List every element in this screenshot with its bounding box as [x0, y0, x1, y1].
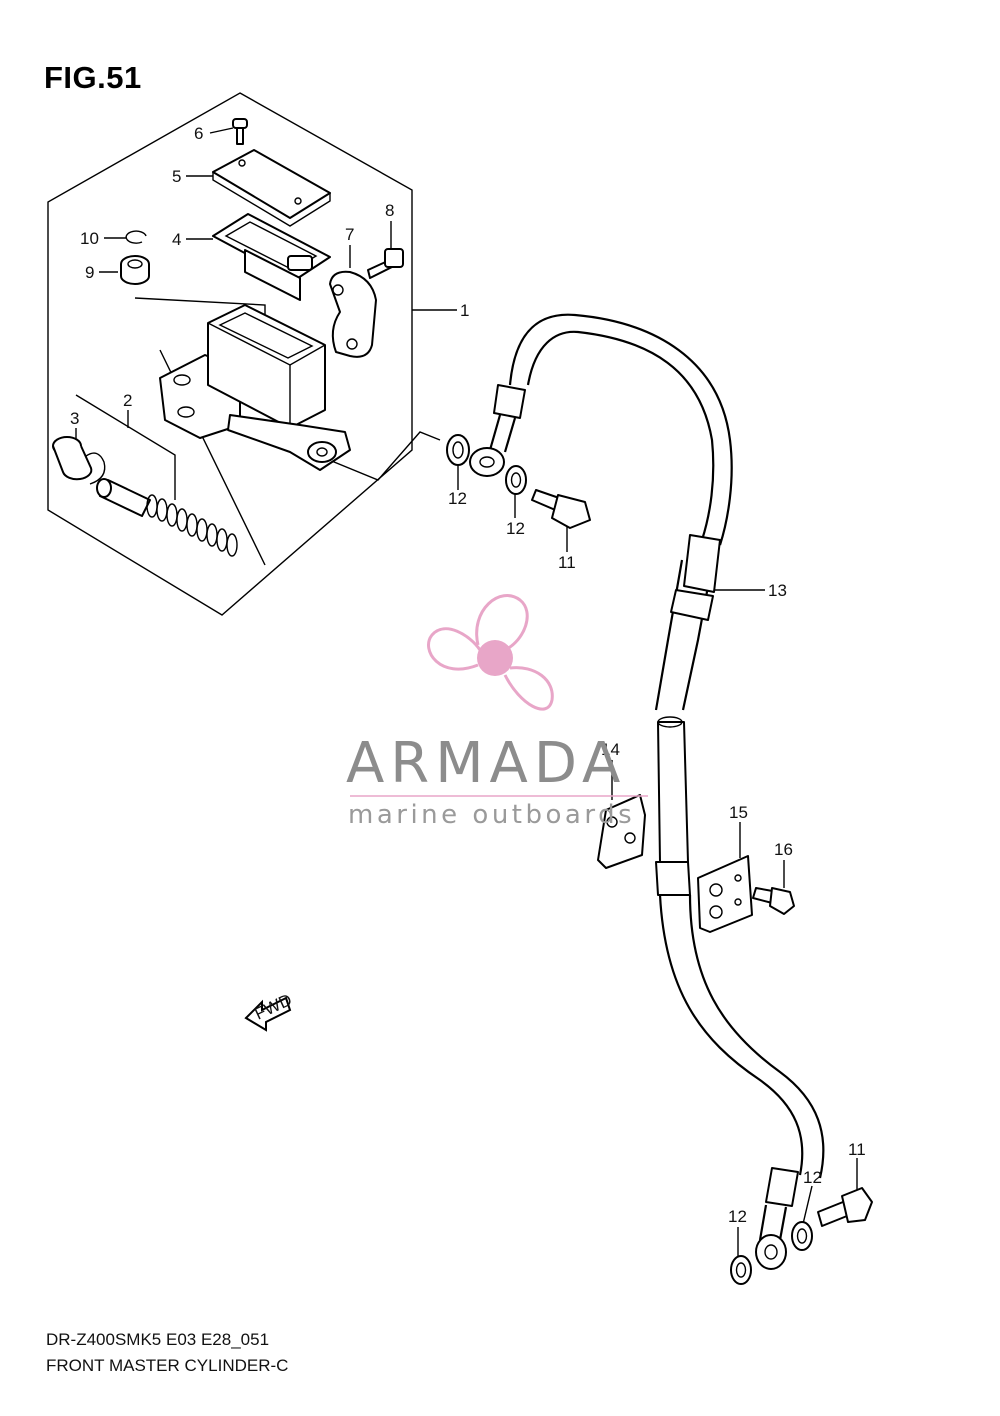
fwd-arrow-icon: FWD [244, 990, 295, 1032]
callout-3: 3 [70, 409, 79, 428]
watermark-brand: ARMADA [346, 731, 626, 796]
callout-1: 1 [460, 301, 469, 320]
brake-hose-upper [469, 313, 733, 711]
callout-12-b: 12 [506, 519, 525, 538]
callout-7: 7 [345, 225, 354, 244]
callout-10: 10 [80, 229, 99, 248]
callout-2: 2 [123, 391, 132, 410]
propeller-logo-icon [427, 594, 554, 711]
model-code: DR-Z400SMK5 E03 E28_051 [46, 1330, 270, 1349]
part-4-diaphragm-plate [212, 213, 331, 301]
part-12-washers [446, 434, 813, 1285]
callout-12-d: 12 [803, 1168, 822, 1187]
assembly-boundary [47, 92, 413, 616]
callout-6: 6 [194, 124, 203, 143]
leader-lines [75, 127, 858, 1258]
master-cylinder-body [159, 304, 351, 471]
callout-13: 13 [768, 581, 787, 600]
callout-4: 4 [172, 230, 181, 249]
callout-9: 9 [85, 263, 94, 282]
part-6-screw [232, 118, 248, 145]
diagram-caption: FRONT MASTER CYLINDER-C [46, 1356, 289, 1375]
part-11-union-bolts [531, 489, 873, 1227]
callout-16: 16 [774, 840, 793, 859]
part-16-bolt [752, 887, 795, 915]
watermark: ARMADA marine outboards [346, 594, 648, 830]
callout-11-lower: 11 [848, 1140, 866, 1159]
part-3-boot [52, 436, 106, 485]
part-7-clamp [329, 270, 377, 358]
part-5-reservoir-cap [212, 149, 331, 227]
part-15-hose-bracket [697, 855, 753, 933]
part-14-hose-clamp [597, 794, 646, 869]
part-9-boot [120, 255, 150, 285]
callout-numbers: 1 2 3 4 5 6 7 8 9 10 11 11 12 12 12 12 1… [70, 124, 866, 1226]
part-2-piston-spring [96, 478, 238, 557]
part-10-circlip [125, 230, 147, 244]
brake-hose-lower [655, 716, 825, 1270]
callout-15: 15 [729, 803, 748, 822]
watermark-tagline: marine outboards [348, 800, 635, 830]
callout-12-a: 12 [448, 489, 467, 508]
part-8-bolt [367, 248, 404, 279]
callout-12-c: 12 [728, 1207, 747, 1226]
callout-5: 5 [172, 167, 181, 186]
callout-8: 8 [385, 201, 394, 220]
callout-11-upper: 11 [558, 553, 576, 572]
figure-title: FIG.51 [44, 60, 142, 95]
callout-14: 14 [601, 740, 620, 759]
